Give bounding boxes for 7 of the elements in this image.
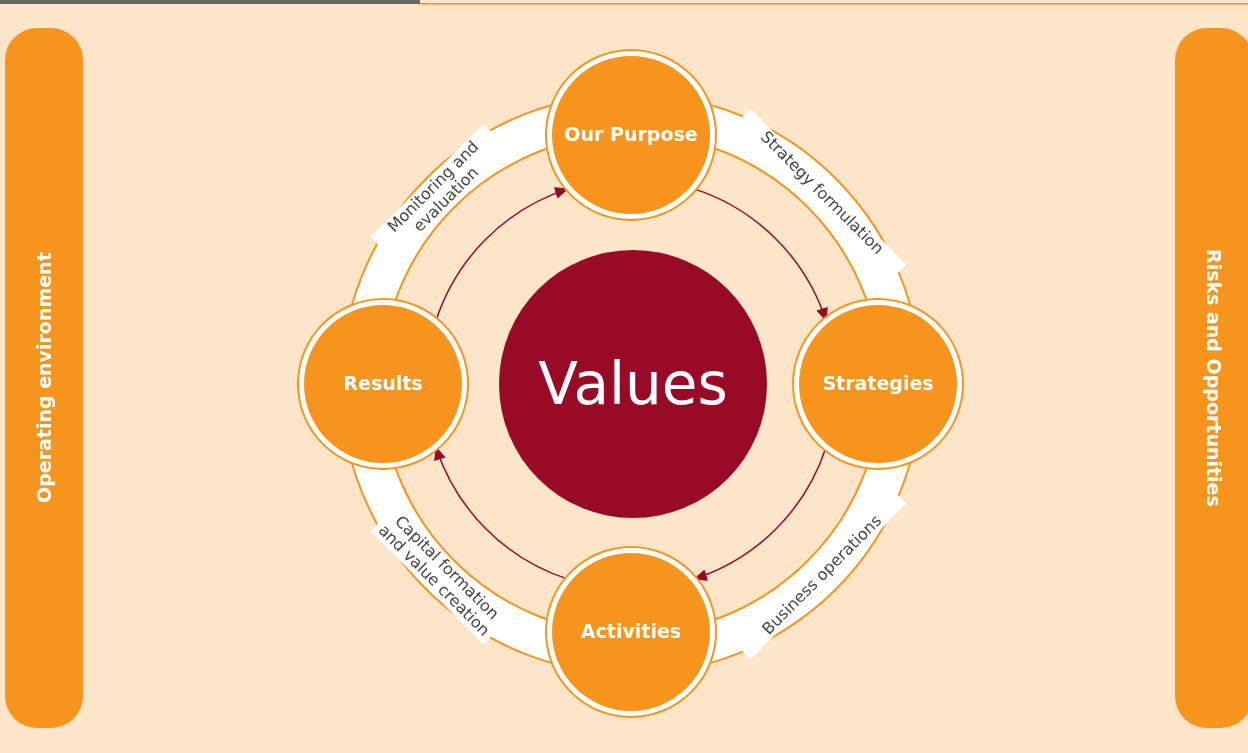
side-panel: Operating environment: [5, 28, 83, 728]
side-panel: Risks and Opportunities: [1175, 28, 1248, 728]
core-circle: Values: [499, 250, 767, 518]
stage-circle: Strategies: [794, 300, 962, 468]
stage-circle: Results: [299, 300, 467, 468]
stage-circle: Our Purpose: [547, 51, 715, 219]
stage-circle: Activities: [547, 548, 715, 716]
